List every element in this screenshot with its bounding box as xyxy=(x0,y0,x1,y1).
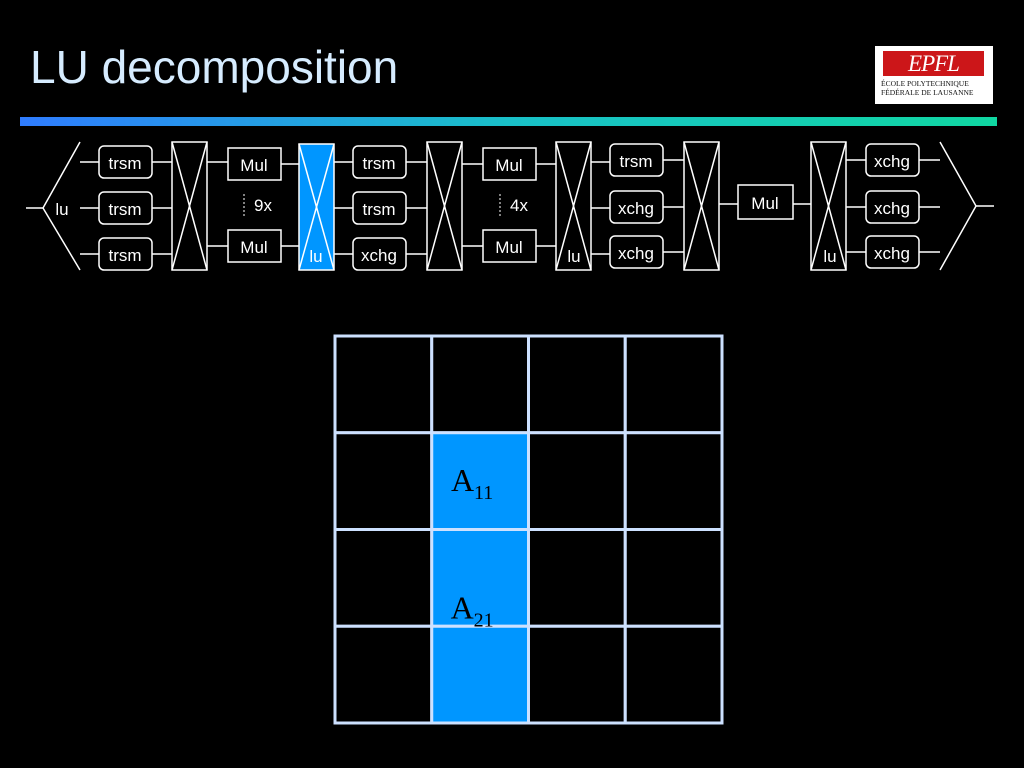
matrix-cell xyxy=(527,624,627,725)
matrix-cell xyxy=(623,334,724,435)
stage3-label-3: xchg xyxy=(618,244,654,263)
lu-c-label: lu xyxy=(823,247,836,266)
matrix-cell xyxy=(623,431,724,531)
epfl-logo-line2: FÉDÉRALE DE LAUSANNE xyxy=(881,88,974,97)
epfl-logo-mark: EPFL xyxy=(883,51,984,76)
mul-b-bottom-label: Mul xyxy=(495,238,522,257)
matrix-cell xyxy=(527,431,627,531)
matrix-label-base: A xyxy=(451,462,474,498)
matrix-cell xyxy=(430,334,530,435)
switch-2 xyxy=(426,141,463,271)
mul-c-label: Mul xyxy=(751,194,778,213)
matrix-cell xyxy=(527,528,627,628)
stage4-label-1: xchg xyxy=(874,152,910,171)
matrix-cell-highlighted xyxy=(430,528,530,628)
mul-a-top-label: Mul xyxy=(240,156,267,175)
matrix-cell xyxy=(527,334,627,435)
lu-switch-b xyxy=(555,141,592,271)
stage1-label-2: trsm xyxy=(108,200,141,219)
switch-3 xyxy=(683,141,720,271)
mul-a-bottom-label: Mul xyxy=(240,238,267,257)
stage3-label-2: xchg xyxy=(618,199,654,218)
matrix-cell xyxy=(623,624,724,725)
stage3-label-1: trsm xyxy=(619,152,652,171)
matrix-label-subscript: 21 xyxy=(474,609,494,631)
lu-switch-c xyxy=(810,141,847,271)
mul-b-count: 4x xyxy=(510,196,528,215)
matrix-cell xyxy=(623,528,724,628)
input-lu-label: lu xyxy=(55,200,68,219)
stage2-label-3: xchg xyxy=(361,246,397,265)
matrix-label-1: A11 xyxy=(451,462,493,504)
matrix-cell xyxy=(333,528,434,628)
stage4-label-3: xchg xyxy=(874,244,910,263)
matrix-label-2: A21 xyxy=(451,589,494,631)
matrix-cell-highlighted xyxy=(430,624,530,725)
stage2-label-1: trsm xyxy=(362,154,395,173)
stage1-label-3: trsm xyxy=(108,246,141,265)
mul-b-top-label: Mul xyxy=(495,156,522,175)
slide-title: LU decomposition xyxy=(30,41,399,93)
lu-b-label: lu xyxy=(567,247,580,266)
switch-1 xyxy=(171,141,208,271)
matrix-label-base: A xyxy=(451,589,474,625)
stage1-label-1: trsm xyxy=(108,154,141,173)
epfl-logo-wordmark: EPFL xyxy=(908,51,960,76)
matrix-cells xyxy=(333,334,724,725)
mul-a-count: 9x xyxy=(254,196,272,215)
matrix-cell xyxy=(333,334,434,435)
matrix-cell xyxy=(333,624,434,725)
epfl-logo-line1: ÉCOLE POLYTECHNIQUE xyxy=(881,79,969,88)
matrix-cell xyxy=(333,431,434,531)
mul-c-node xyxy=(737,184,794,220)
title-rule xyxy=(20,117,997,126)
stage2-label-2: trsm xyxy=(362,200,395,219)
epfl-logo-text: ÉCOLE POLYTECHNIQUE FÉDÉRALE DE LAUSANNE xyxy=(881,79,989,97)
pipeline-diagram: lu trsm trsm trsm Mul 9x Mul lu trsm trs… xyxy=(26,141,994,271)
epfl-logo: EPFL ÉCOLE POLYTECHNIQUE FÉDÉRALE DE LAU… xyxy=(875,46,993,104)
matrix-label-subscript: 11 xyxy=(474,482,493,504)
stage4-label-2: xchg xyxy=(874,199,910,218)
lu-highlighted-label: lu xyxy=(309,247,322,266)
